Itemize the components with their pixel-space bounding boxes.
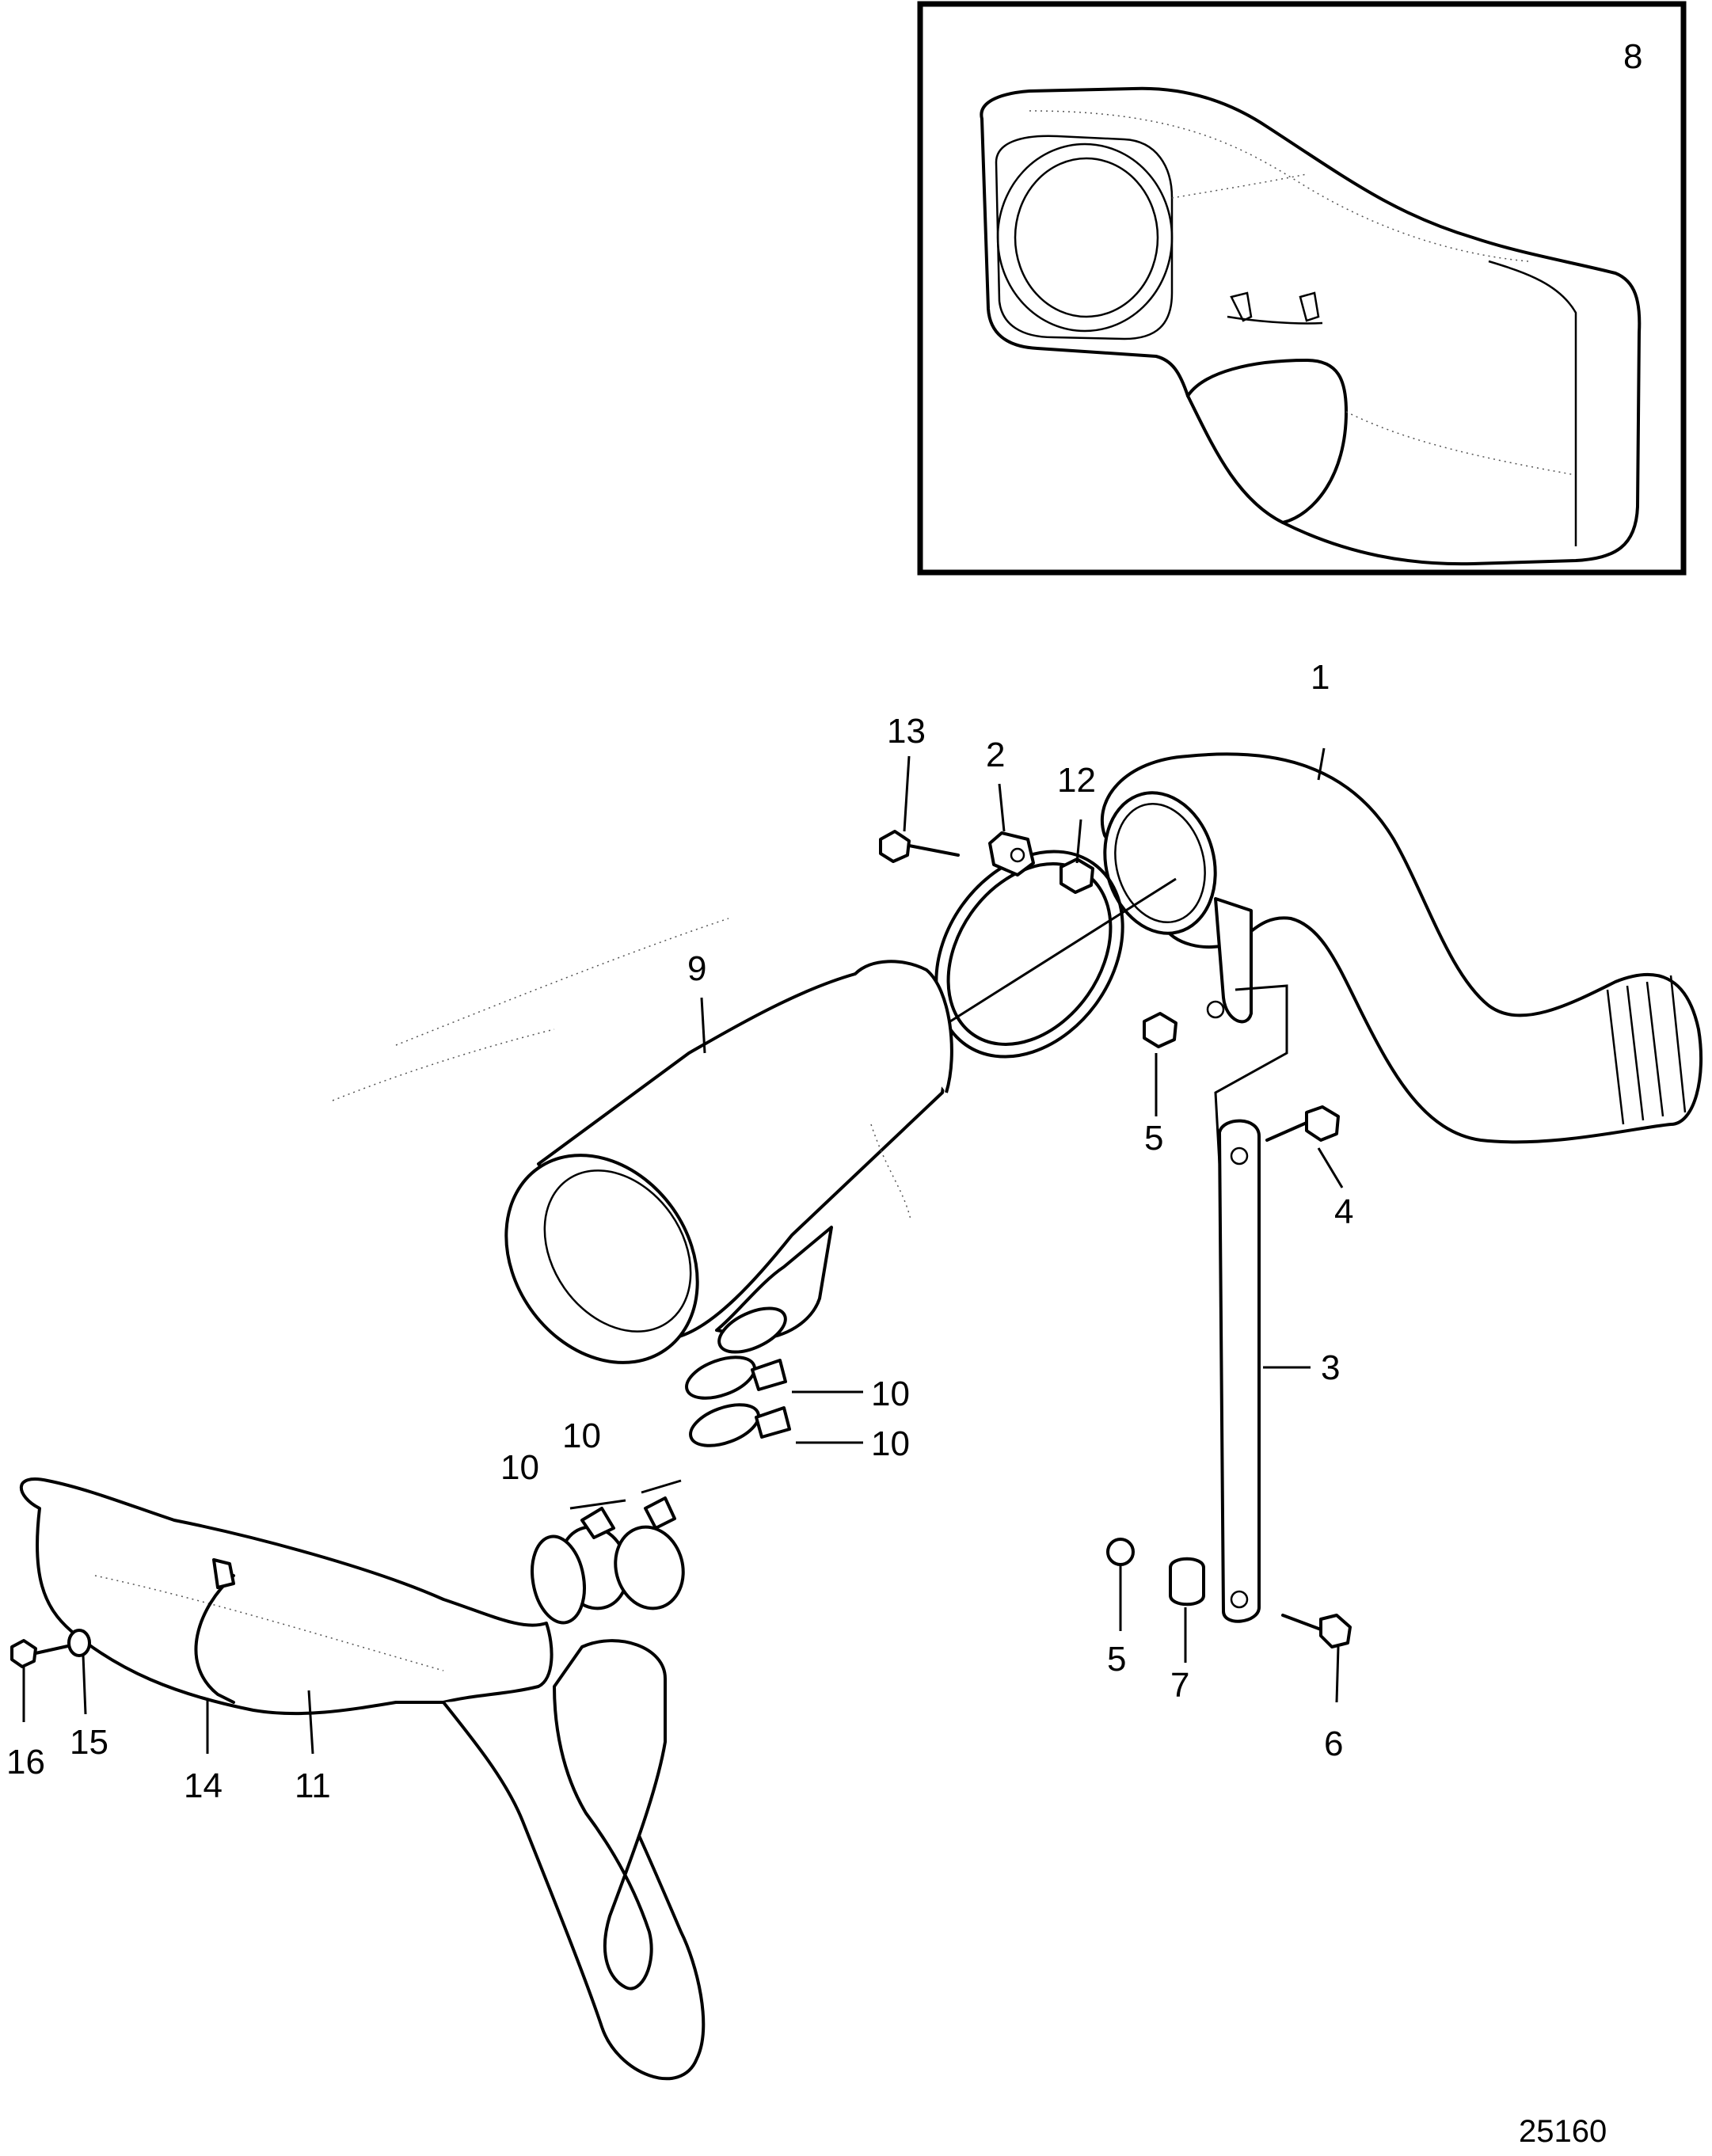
bolt-6 [1281, 1614, 1352, 1648]
part-11-hose [19, 1477, 706, 2081]
part-10-hose-clamps [558, 1356, 791, 1610]
spacer-7 [1169, 1557, 1205, 1607]
callout-14: 14 [184, 1766, 223, 1805]
callout-7: 7 [1170, 1666, 1189, 1705]
callout-2: 2 [986, 736, 1005, 774]
nut-5-upper [1143, 1012, 1177, 1048]
callout-10-b: 10 [871, 1424, 910, 1463]
nut-12 [1060, 857, 1094, 894]
washer-15 [67, 1629, 91, 1657]
fasteners [10, 830, 1352, 1668]
leader-lines [22, 747, 1344, 1755]
callout-10-a: 10 [871, 1375, 910, 1413]
exhaust-elbow-cover-drawing: 8 [980, 37, 1642, 566]
inset-panel: 8 [917, 1, 1687, 576]
callout-13: 13 [887, 712, 926, 751]
callout-10-d: 10 [500, 1448, 539, 1487]
callout-15: 15 [70, 1723, 108, 1762]
part-1-exhaust-bend [1100, 752, 1703, 1144]
callout-5-lower: 5 [1107, 1640, 1126, 1679]
bolt-13 [879, 830, 960, 863]
part-14-bracket [194, 1558, 235, 1704]
callout-4: 4 [1334, 1192, 1353, 1231]
bolt-4 [1265, 1105, 1340, 1142]
reference-number: 25160 [1519, 2114, 1607, 2149]
inset-label: 8 [1623, 37, 1642, 76]
callout-16: 16 [6, 1743, 45, 1781]
callout-labels: 1 2 13 12 9 5 4 3 10 10 10 10 5 7 6 16 1… [6, 658, 1353, 1805]
callout-10-c: 10 [562, 1416, 601, 1455]
callout-1: 1 [1311, 658, 1330, 697]
callout-9: 9 [687, 949, 706, 988]
callout-6: 6 [1324, 1724, 1343, 1763]
callout-11: 11 [295, 1766, 331, 1805]
washer-5-lower [1106, 1538, 1135, 1566]
callout-12: 12 [1057, 761, 1096, 800]
part-9-tail-pipe [332, 918, 953, 1364]
callout-3: 3 [1321, 1348, 1340, 1387]
assembly-axis-line [949, 877, 1177, 1023]
part-3-stay [1214, 984, 1288, 1623]
callout-5-upper: 5 [1144, 1119, 1163, 1158]
part-2-clamp [934, 831, 1124, 1059]
bolt-16 [10, 1639, 73, 1668]
inset-frame [917, 1, 1687, 576]
